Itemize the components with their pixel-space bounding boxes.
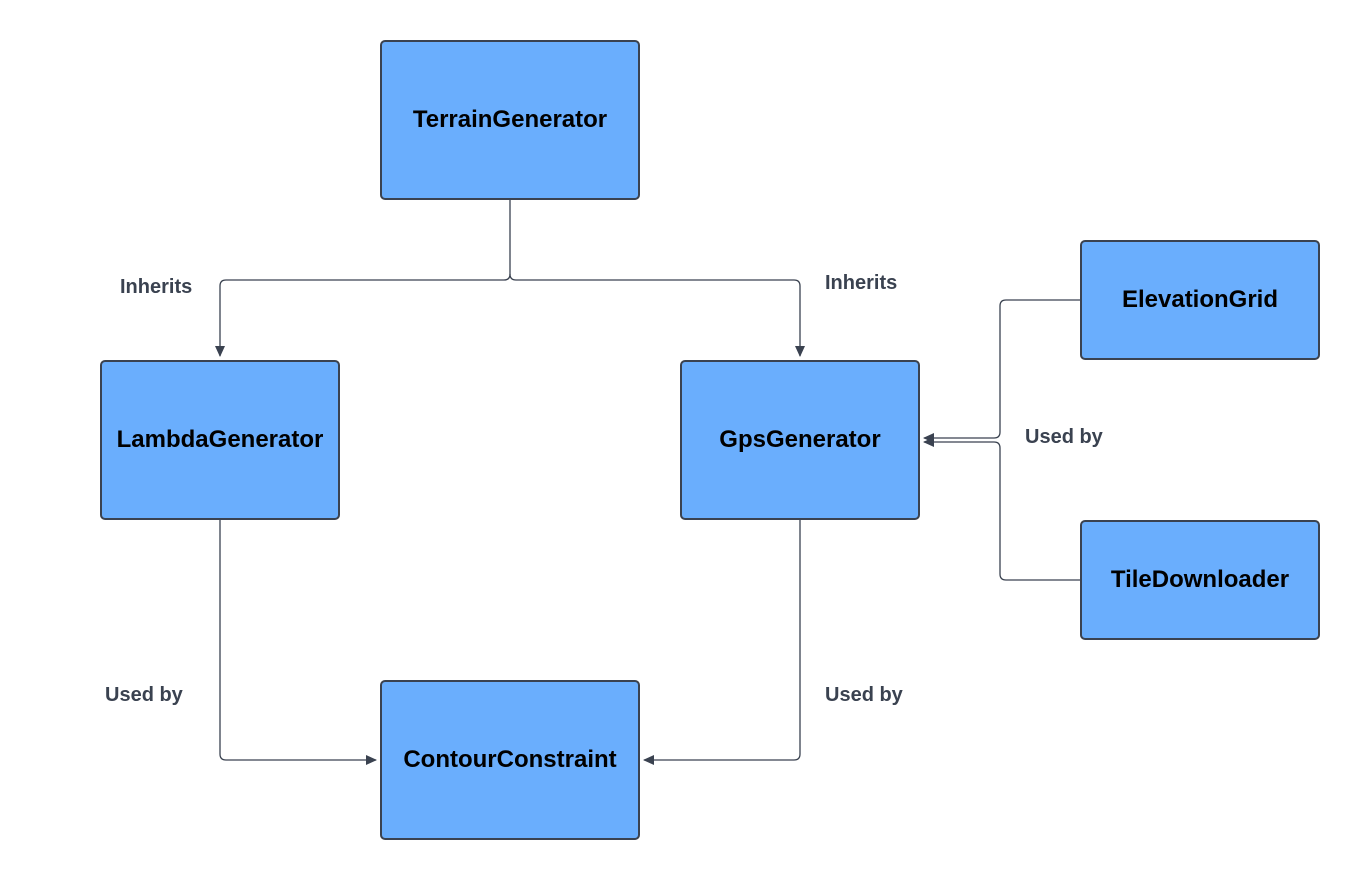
- edge-label-inherits-lambda: Inherits: [120, 276, 193, 298]
- node-gps-generator[interactable]: GpsGenerator: [680, 360, 920, 520]
- connector-lambda-to-contour: [219, 520, 377, 765]
- edge-label-usedby-lambda-contour: Used by: [105, 684, 183, 706]
- node-contour-constraint[interactable]: ContourConstraint: [380, 680, 640, 840]
- edge-label-inherits-gps: Inherits: [825, 272, 898, 294]
- node-lambda-generator[interactable]: LambdaGenerator: [100, 360, 340, 520]
- node-tile-downloader[interactable]: TileDownloader: [1080, 520, 1320, 640]
- edge-label-usedby-gps-contour: Used by: [825, 684, 903, 706]
- connector-terrain-to-lambda: [215, 200, 511, 357]
- connector-terrain-to-gps: [509, 273, 805, 357]
- connector-elevation-to-gps: [923, 299, 1080, 443]
- connector-tile-to-gps: [923, 437, 1080, 581]
- connector-gps-to-contour: [643, 520, 801, 765]
- node-terrain-generator[interactable]: TerrainGenerator: [380, 40, 640, 200]
- node-elevation-grid[interactable]: ElevationGrid: [1080, 240, 1320, 360]
- edge-label-usedby-gps-right: Used by: [1025, 426, 1103, 448]
